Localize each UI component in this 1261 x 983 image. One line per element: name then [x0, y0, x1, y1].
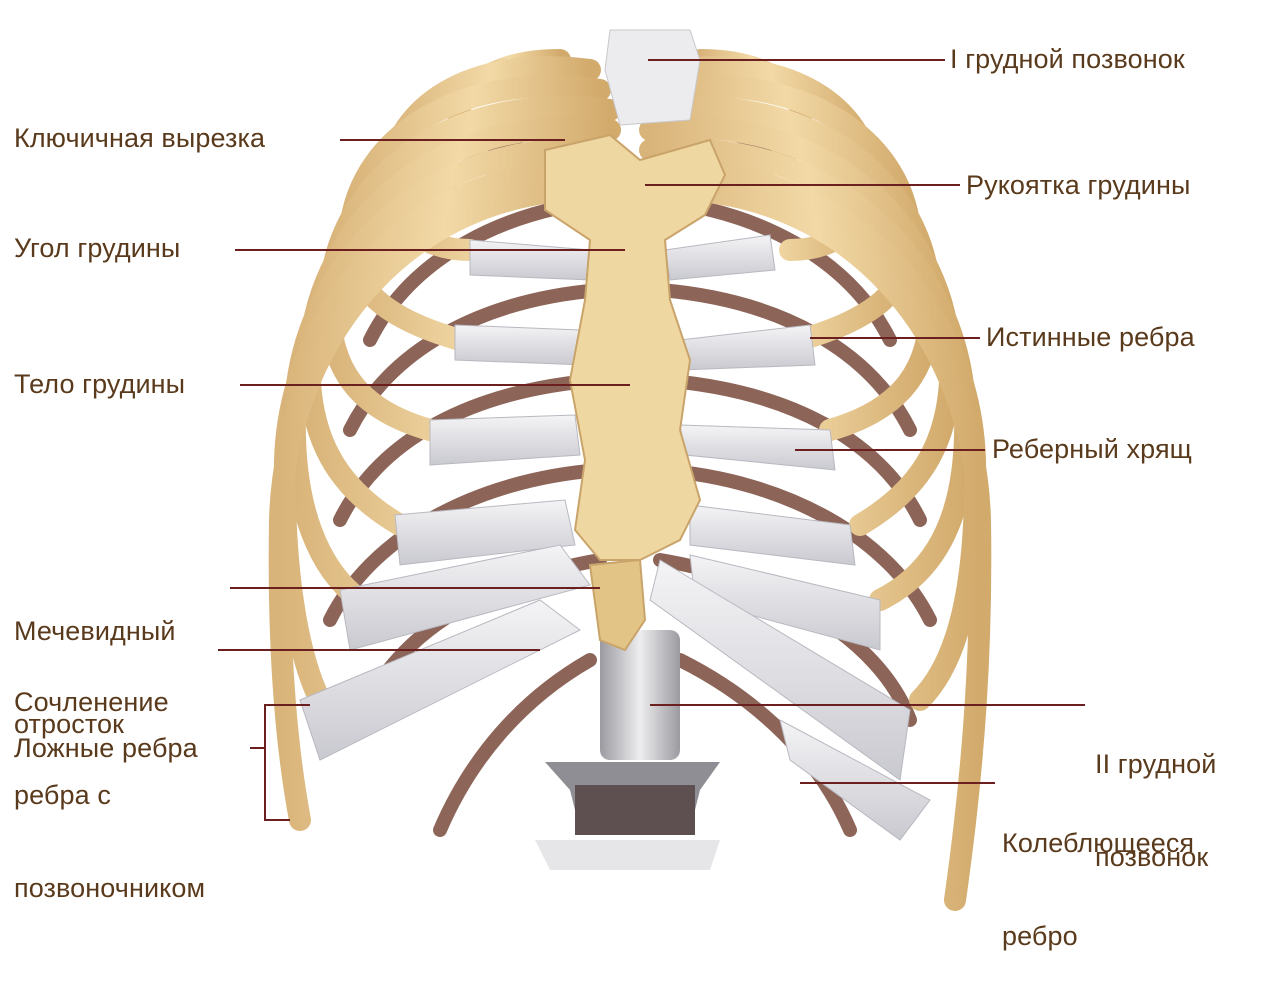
label-floating-rib-line-2: ребро [1002, 921, 1194, 952]
label-costovertebral-line-1: Сочленение [14, 687, 205, 718]
label-sternum-body: Тело грудины [14, 369, 185, 400]
label-floating-rib: Колеблющееся ребро [1002, 766, 1194, 983]
label-manubrium: Рукоятка грудины [966, 170, 1190, 201]
first-thoracic-vertebra [605, 30, 700, 125]
label-sternal-angle: Угол грудины [14, 233, 180, 264]
label-costovertebral: Сочленение ребра с позвоночником [14, 625, 205, 935]
label-costovertebral-line-3: позвоночником [14, 873, 205, 904]
label-true-ribs: Истинные ребра [986, 322, 1195, 353]
label-vertebra-1: I грудной позвонок [950, 44, 1185, 75]
label-floating-rib-line-1: Колеблющееся [1002, 828, 1194, 859]
label-costal-cartilage: Реберный хрящ [992, 434, 1192, 465]
label-costovertebral-line-2: ребра с [14, 780, 205, 811]
label-clavicular-notch: Ключичная вырезка [14, 123, 265, 154]
label-false-ribs: Ложные ребра [14, 733, 198, 764]
